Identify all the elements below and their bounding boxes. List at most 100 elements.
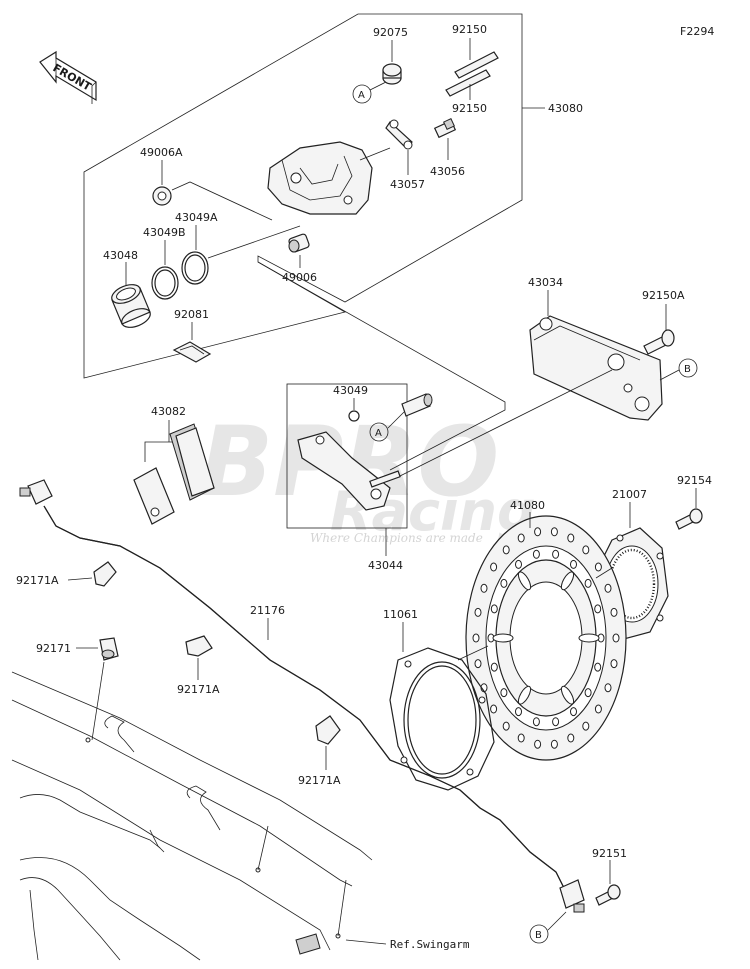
disc-hole	[570, 707, 577, 717]
disc-hole	[584, 688, 592, 698]
swingarm-reference: Ref.Swingarm	[11, 671, 470, 961]
label-43056: 43056	[430, 165, 465, 178]
label-92081: 92081	[174, 308, 209, 321]
part-92171a-clamp-3: 92171A	[298, 715, 341, 787]
svg-text:A: A	[375, 428, 382, 439]
svg-text:A: A	[358, 90, 365, 101]
disc-hole	[534, 739, 542, 749]
label-43080: 43080	[548, 102, 583, 115]
part-92171a-clamp-2: 92171A	[177, 635, 220, 696]
label-92150-bottom: 92150	[452, 102, 487, 115]
label-92150a: 92150A	[642, 289, 685, 302]
part-92150a-bolt: 92150A	[642, 289, 685, 355]
label-92171a-2: 92171A	[177, 683, 220, 696]
disc-hole	[515, 707, 522, 717]
disc-hole	[612, 633, 620, 643]
front-label: FRONT	[51, 61, 94, 94]
part-43057-bleeder-link: 43057	[385, 119, 425, 191]
label-43057: 43057	[390, 178, 425, 191]
disc-hole	[474, 607, 482, 617]
disc-hole	[594, 604, 602, 614]
disc-hole	[567, 533, 575, 543]
disc-hole	[480, 583, 488, 593]
disc-hole	[534, 527, 542, 537]
watermark: BPRO Racing Where Champions are made	[200, 406, 536, 545]
disc-hole	[500, 688, 508, 698]
callout-b-bracket	[678, 358, 698, 378]
label-21176: 21176	[250, 604, 285, 617]
label-21007: 21007	[612, 488, 647, 501]
label-43044: 43044	[368, 559, 403, 572]
disc-slot	[578, 633, 600, 643]
label-43049a: 43049A	[175, 211, 218, 224]
part-43049a-43049b-seals: 43049A 43049B	[143, 211, 301, 300]
part-41080-brake-disc: 41080	[465, 499, 627, 761]
callout-b-sensor	[529, 924, 549, 944]
part-caliper-body	[267, 141, 391, 215]
disc-hole	[474, 659, 482, 669]
label-92150-top: 92150	[452, 23, 487, 36]
disc-hole	[582, 545, 590, 555]
part-21176-abs-harness: 21176	[19, 479, 585, 913]
label-92075: 92075	[373, 26, 408, 39]
label-92154: 92154	[677, 474, 712, 487]
disc-slot	[560, 685, 575, 705]
part-49006-boot: 49006	[282, 233, 317, 284]
disc-hole	[570, 559, 577, 569]
disc-hole	[490, 662, 498, 672]
caliper-assembly-frame	[83, 13, 523, 379]
part-43044-box: 43044 43049 A	[286, 383, 433, 572]
figure-code: F2294	[680, 25, 714, 38]
disc-slot	[492, 633, 514, 643]
disc-hole	[594, 562, 602, 572]
part-43056-bleeder: 43056	[430, 118, 465, 178]
part-92075-cap: 92075	[373, 26, 408, 85]
callout-a-pin	[369, 422, 389, 442]
svg-text:B: B	[684, 364, 691, 375]
part-11061-gasket: 11061	[383, 608, 495, 791]
label-43048: 43048	[103, 249, 138, 262]
part-92154-bolt: 92154	[675, 474, 712, 530]
disc-hole	[500, 578, 508, 588]
disc-hole	[552, 717, 560, 727]
part-92150-pins: 92150 92150	[445, 23, 499, 115]
disc-hole	[567, 733, 575, 743]
label-92171a-3: 92171A	[298, 774, 341, 787]
label-92171a-1: 92171A	[16, 574, 59, 587]
label-43049: 43049	[333, 384, 368, 397]
part-43034-bracket: 43034	[528, 276, 663, 421]
label-49006a: 49006A	[140, 146, 183, 159]
disc-hole	[490, 704, 498, 714]
callout-a-top	[352, 84, 372, 104]
disc-hole	[584, 578, 592, 588]
part-92151-bolt: 92151	[592, 847, 627, 906]
disc-hole	[517, 533, 525, 543]
disc-hole	[610, 659, 618, 669]
part-43048-piston: 43048	[103, 249, 151, 328]
disc-hole	[532, 717, 540, 727]
disc-hole	[490, 562, 498, 572]
label-43049b: 43049B	[143, 226, 186, 239]
disc-slot	[517, 685, 532, 705]
label-11061: 11061	[383, 608, 418, 621]
disc-hole	[517, 733, 525, 743]
disc-slot	[560, 571, 575, 591]
part-49006a-boot: 49006A	[140, 146, 273, 221]
label-ref-swingarm: Ref.Swingarm	[390, 938, 470, 951]
label-43082: 43082	[151, 405, 186, 418]
disc-hole	[604, 683, 612, 693]
label-92171: 92171	[36, 642, 71, 655]
label-49006: 49006	[282, 271, 317, 284]
label-92151: 92151	[592, 847, 627, 860]
disc-hole	[582, 721, 590, 731]
disc-hole	[594, 704, 602, 714]
disc-hole	[610, 607, 618, 617]
disc-hole	[604, 583, 612, 593]
disc-hole	[552, 549, 560, 559]
svg-text:B: B	[535, 930, 542, 941]
part-92081-spring: 92081	[172, 308, 212, 363]
label-41080: 41080	[510, 499, 545, 512]
disc-hole	[515, 559, 522, 569]
